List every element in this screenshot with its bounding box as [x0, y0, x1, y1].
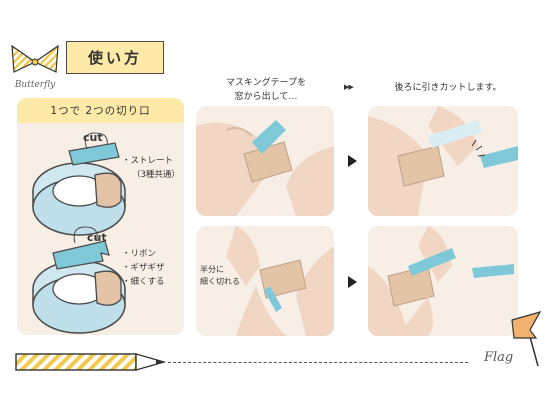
feature-ribbon: リボン	[122, 247, 165, 261]
photo-half-cut	[196, 226, 334, 336]
tape-dispenser-illustrations	[32, 132, 126, 334]
tape-roll-straight-icon	[32, 132, 126, 236]
left-panel-heading: 1つで 2つの切り口	[17, 98, 184, 123]
page-title: 使い方	[66, 41, 164, 74]
bow-icon	[11, 44, 59, 73]
step-arrow-icon	[348, 276, 357, 288]
photo-narrow-strip	[368, 226, 518, 336]
feature-narrow: 細くする	[122, 275, 165, 289]
flag-text: Flag	[484, 350, 514, 365]
feature-list-ribbon: リボン ギザギザ 細くする	[122, 247, 165, 289]
dashed-path	[168, 362, 468, 363]
feature-straight-note: （3種共通）	[132, 170, 180, 180]
pencil-icon	[14, 352, 167, 372]
step-arrow-icon	[348, 155, 357, 167]
feature-straight: ストレート	[122, 154, 180, 168]
hands-narrow-strip-illustration	[368, 226, 514, 336]
logo-text: Butterfly	[14, 80, 56, 90]
flag-icon	[506, 308, 546, 368]
half-cut-caption-line2: 細く切れる	[200, 277, 240, 286]
hands-cut-tape-illustration	[368, 106, 518, 216]
step1-caption-line2: 窓から出して…	[234, 92, 298, 102]
cut-label-top: cut	[83, 131, 103, 144]
hands-half-cut-illustration	[226, 226, 334, 336]
step1-caption: マスキングテープを 窓から出して…	[196, 76, 336, 104]
hands-pull-tape-illustration	[196, 120, 334, 216]
step2-caption: 後ろに引きカットします。	[394, 83, 502, 93]
feature-zigzag: ギザギザ	[122, 261, 165, 275]
half-cut-caption-line1: 半分に	[200, 265, 224, 274]
double-arrow-icon: ▶▶	[344, 83, 354, 91]
photo-cut-tape	[368, 106, 518, 216]
step1-caption-line1: マスキングテープを	[225, 78, 307, 88]
tape-roll-zigzag-icon	[32, 226, 126, 334]
cut-label-bottom: cut	[87, 231, 107, 244]
photo-pull-tape	[196, 106, 334, 216]
half-cut-caption: 半分に 細く切れる	[200, 264, 240, 288]
feature-list-straight: ストレート （3種共通）	[122, 154, 180, 182]
butterfly-logo: Butterfly	[6, 40, 64, 96]
